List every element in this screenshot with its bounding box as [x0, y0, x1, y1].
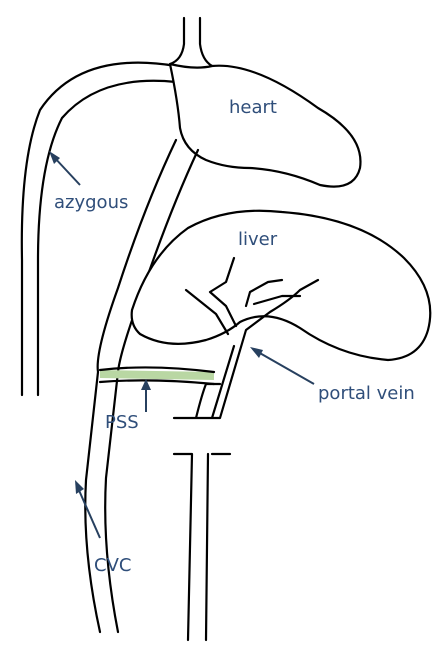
- label-portal-vein: portal vein: [318, 383, 415, 404]
- heart: [170, 64, 360, 187]
- label-liver: liver: [238, 229, 278, 250]
- cranial-vein: [170, 18, 212, 66]
- portal-vein-arrow-head: [250, 347, 263, 358]
- cvc-arrow-line: [78, 488, 100, 538]
- liver: [132, 211, 431, 360]
- label-azygous: azygous: [54, 192, 128, 213]
- label-pss: PSS: [105, 412, 139, 433]
- label-heart: heart: [229, 97, 277, 118]
- label-cvc: CVC: [94, 555, 131, 576]
- portal-vein-arrow-line: [258, 352, 314, 384]
- pss-shunt: [100, 374, 214, 376]
- azygous-vein: [22, 63, 176, 395]
